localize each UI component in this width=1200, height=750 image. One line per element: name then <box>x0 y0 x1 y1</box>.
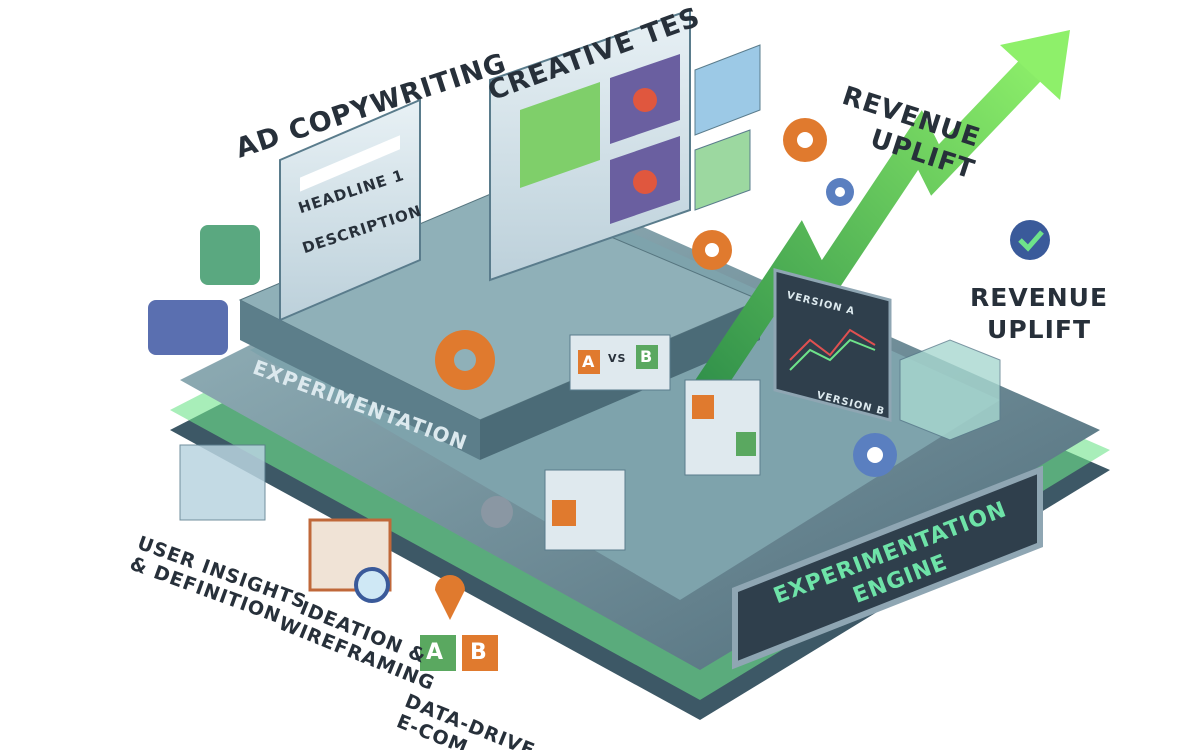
label-line: UPLIFT <box>987 315 1092 344</box>
cart-icon <box>179 444 266 521</box>
version-chart-panel <box>773 268 892 422</box>
code-box-icon <box>899 339 1001 441</box>
location-pin-icon <box>435 575 465 620</box>
tile-a: A <box>582 352 596 371</box>
ab-tiles <box>420 334 761 671</box>
camera-mic-icon <box>148 300 228 355</box>
image-icon <box>694 44 761 136</box>
ad-copy-panel <box>279 98 421 322</box>
magnifier-icon <box>354 567 390 603</box>
feather-icon <box>200 225 260 285</box>
creative-panel <box>489 8 761 282</box>
play-icon <box>633 170 657 194</box>
label-revenue-uplift-right: REVENUE UPLIFT <box>970 282 1108 346</box>
arrow-head <box>1000 30 1070 100</box>
tile-b: B <box>640 347 654 366</box>
check-badge-icon <box>1010 220 1050 260</box>
tile-vs: VS <box>608 352 627 365</box>
play-icon <box>633 88 657 112</box>
tile-a-2: A <box>426 640 445 665</box>
label-line: REVENUE <box>970 283 1109 312</box>
image-icon <box>694 129 751 211</box>
tile-b-2: B <box>470 640 488 665</box>
engine-sign <box>732 465 1043 670</box>
gear-icon <box>435 118 897 528</box>
